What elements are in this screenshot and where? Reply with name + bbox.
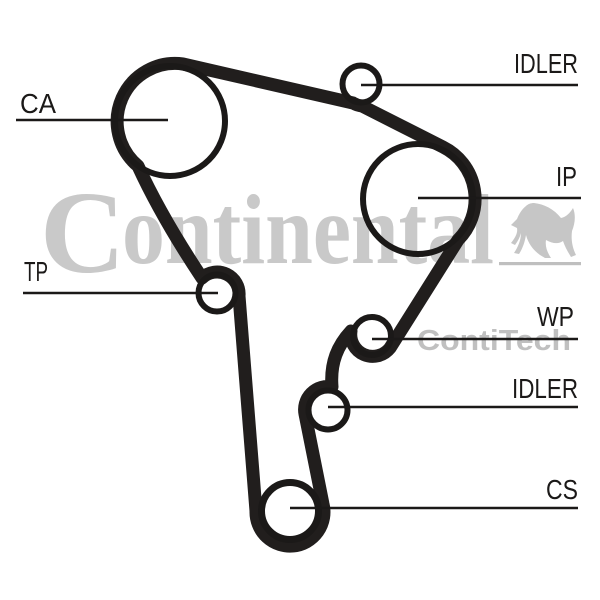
callout-label-tp: TP xyxy=(24,256,48,287)
timing-belt-path xyxy=(110,56,482,553)
idler-bottom-pulley xyxy=(305,387,351,433)
callout-label-ca: CA xyxy=(20,88,56,119)
callout-label-cs: CS xyxy=(546,474,578,505)
callout-label-ip: IP xyxy=(556,161,577,192)
callout-label-idler-top: IDLER xyxy=(514,48,578,79)
crankshaft-pulley xyxy=(258,479,322,543)
callout-layer: CA IDLER IP TP WP IDLER CS xyxy=(16,48,581,510)
continental-wordmark-rest: ontinental xyxy=(122,174,494,285)
continental-horse-icon xyxy=(511,203,576,258)
callout-label-wp: WP xyxy=(537,301,574,332)
callout-label-idler-bottom: IDLER xyxy=(512,373,578,404)
continental-wordmark-initial: C xyxy=(40,167,125,298)
contitech-wordmark: ContiTech xyxy=(417,325,571,357)
continental-logo-underline xyxy=(499,262,581,266)
water-pump-pulley xyxy=(350,314,394,358)
